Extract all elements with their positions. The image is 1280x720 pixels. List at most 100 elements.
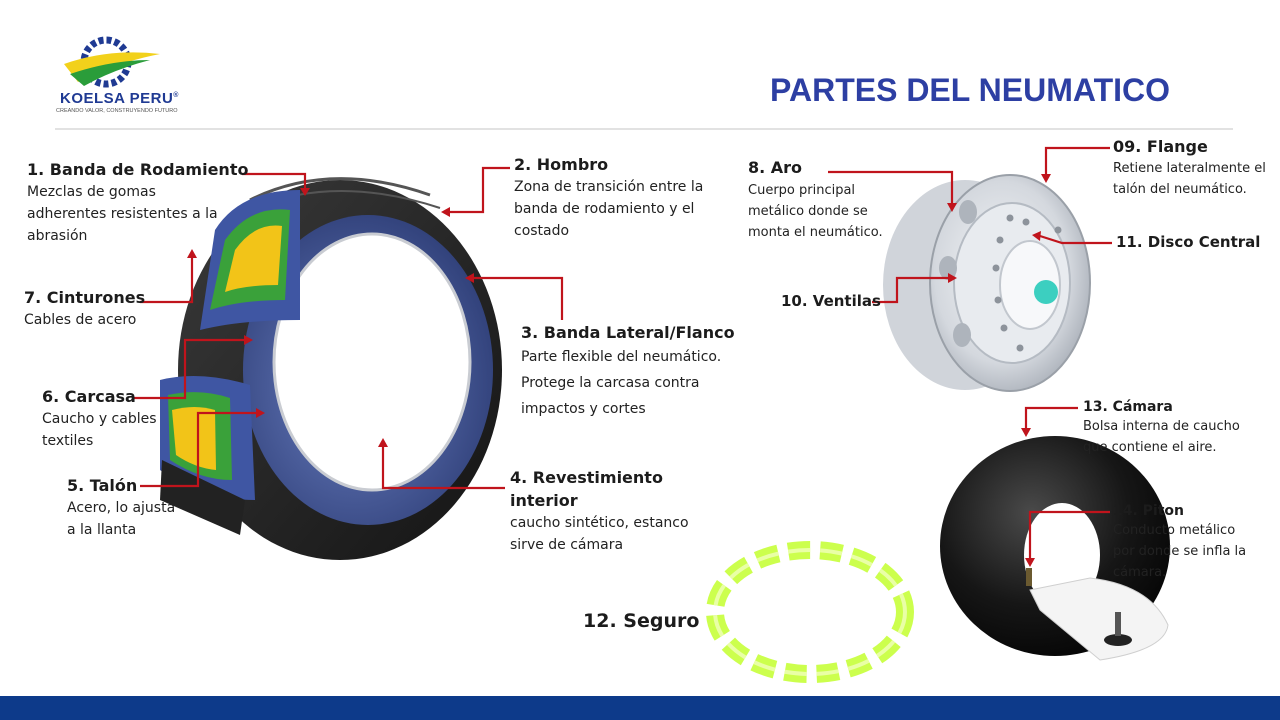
label-revestimiento-interior: 4. Revestimiento interior caucho sintéti…	[510, 468, 689, 556]
label-title: 5. Talón	[67, 476, 138, 495]
label-desc: Conducto metálico por donde se infla la …	[1113, 520, 1246, 583]
label-hombro: 2. Hombro Zona de transición entre la ba…	[514, 155, 703, 242]
label-cinturones: 7. Cinturones Cables de acero	[24, 288, 145, 331]
desc-line: caucho sintético, estanco	[510, 515, 689, 531]
desc-line: sirve de cámara	[510, 537, 624, 553]
arrowhead-p5	[256, 408, 265, 418]
desc-line: Retiene lateralmente el	[1113, 161, 1266, 176]
desc-line: abrasión	[27, 228, 88, 244]
label-title: 09. Flange	[1113, 137, 1208, 156]
label-flange: 09. Flange Retiene lateralmente el talón…	[1113, 137, 1266, 200]
desc-line: Conducto metálico	[1113, 523, 1236, 538]
label-desc: Cables de acero	[24, 309, 145, 331]
desc-line: Parte flexible del neumático.	[521, 349, 722, 365]
label-title: 14. Piton	[1113, 503, 1185, 519]
label-title: 7. Cinturones	[24, 288, 146, 307]
label-banda-rodamiento: 1. Banda de Rodamiento Mezclas de gomas …	[27, 160, 248, 247]
label-title: 2. Hombro	[514, 155, 609, 174]
leader-p9	[1044, 146, 1110, 176]
arrowhead-p11	[1032, 231, 1041, 241]
leader-p7	[140, 256, 194, 304]
desc-line: Acero, lo ajusta	[67, 500, 176, 516]
label-desc: Zona de transición entre la banda de rod…	[514, 176, 703, 242]
label-title: 12. Seguro	[583, 610, 700, 632]
label-desc: Mezclas de gomas adherentes resistentes …	[27, 181, 248, 247]
lock-ring	[706, 541, 914, 683]
label-desc: Bolsa interna de caucho que contiene el …	[1083, 416, 1240, 458]
arrowhead-p1	[300, 188, 310, 196]
desc-line: Mezclas de gomas	[27, 184, 156, 200]
arrowhead-p3	[465, 273, 474, 283]
desc-line: cámara.	[1113, 565, 1167, 580]
label-title: 10. Ventilas	[781, 292, 881, 310]
desc-line: impactos y cortes	[521, 401, 646, 417]
label-banda-lateral: 3. Banda Lateral/Flanco Parte flexible d…	[521, 323, 735, 422]
label-desc: Parte flexible del neumático. Protege la…	[521, 344, 735, 422]
desc-line: textiles	[42, 433, 94, 449]
wheel-rim	[883, 174, 1091, 392]
label-desc: Retiene lateralmente el talón del neumát…	[1113, 158, 1266, 200]
label-carcasa: 6. Carcasa Caucho y cables textiles	[42, 387, 157, 452]
leader-p3	[472, 276, 564, 320]
label-title: 13. Cámara	[1083, 399, 1173, 415]
label-title: 3. Banda Lateral/Flanco	[521, 323, 735, 342]
leader-p6	[132, 338, 246, 400]
label-desc: caucho sintético, estanco sirve de cámar…	[510, 512, 689, 556]
leader-p2	[448, 166, 510, 214]
leader-p13	[1024, 406, 1078, 430]
label-talon: 5. Talón Acero, lo ajusta a la llanta	[67, 476, 175, 541]
arrowhead-p14	[1025, 558, 1035, 567]
inner-tube	[940, 436, 1170, 661]
desc-line: costado	[514, 223, 570, 239]
arrowhead-p8	[947, 203, 957, 212]
page-title: PARTES DEL NEUMATICO	[770, 72, 1171, 108]
leader-p8	[828, 170, 954, 205]
arrowhead-p4	[378, 438, 388, 447]
logo-registered-mark: ®	[173, 92, 179, 99]
label-ventilas: 10. Ventilas	[781, 292, 881, 310]
desc-line: Cables de acero	[24, 312, 137, 328]
leader-p5	[140, 411, 258, 488]
desc-line: monta el neumático.	[748, 225, 883, 240]
arrowhead-p13	[1021, 428, 1031, 437]
bottom-bar	[0, 696, 1280, 720]
leader-lines	[132, 146, 1112, 560]
logo-text: KOELSA PERU®	[60, 90, 179, 107]
desc-line: adherentes resistentes a la	[27, 206, 218, 222]
label-title: 4. Revestimiento interior	[510, 468, 689, 510]
logo-name: KOELSA PERU	[60, 90, 174, 107]
leader-p1	[242, 172, 307, 190]
label-title: 8. Aro	[748, 158, 803, 177]
desc-line: que contiene el aire.	[1083, 440, 1217, 455]
leader-p10	[872, 276, 950, 304]
header-divider	[55, 128, 1233, 130]
leader-p11	[1039, 234, 1112, 245]
desc-line: por donde se infla la	[1113, 544, 1247, 559]
label-seguro: 12. Seguro	[583, 610, 699, 632]
desc-line: a la llanta	[67, 522, 137, 538]
desc-line: Cuerpo principal	[748, 183, 856, 198]
arrowhead-p2	[441, 207, 450, 217]
desc-line: Zona de transición entre la	[514, 179, 704, 195]
title-line: 4. Revestimiento	[510, 468, 663, 487]
leader-p14	[1028, 510, 1110, 560]
desc-line: Protege la carcasa contra	[521, 375, 700, 391]
label-disco-central: 11. Disco Central	[1116, 233, 1260, 251]
label-piton: 14. Piton Conducto metálico por donde se…	[1113, 503, 1246, 583]
desc-line: Caucho y cables	[42, 411, 157, 427]
label-title: 1. Banda de Rodamiento	[27, 160, 249, 179]
desc-line: metálico donde se	[748, 204, 868, 219]
desc-line: Bolsa interna de caucho	[1083, 419, 1240, 434]
desc-line: talón del neumático.	[1113, 182, 1247, 197]
leader-p4	[381, 445, 505, 490]
title-line: interior	[510, 491, 578, 510]
label-title: 6. Carcasa	[42, 387, 136, 406]
label-aro: 8. Aro Cuerpo principal metálico donde s…	[748, 158, 883, 243]
gear-icon	[64, 36, 160, 88]
arrowhead-p10	[948, 273, 957, 283]
label-camara: 13. Cámara Bolsa interna de caucho que c…	[1083, 399, 1240, 458]
logo-tagline: CREANDO VALOR, CONSTRUYENDO FUTURO	[56, 108, 178, 114]
label-title: 11. Disco Central	[1116, 233, 1261, 251]
